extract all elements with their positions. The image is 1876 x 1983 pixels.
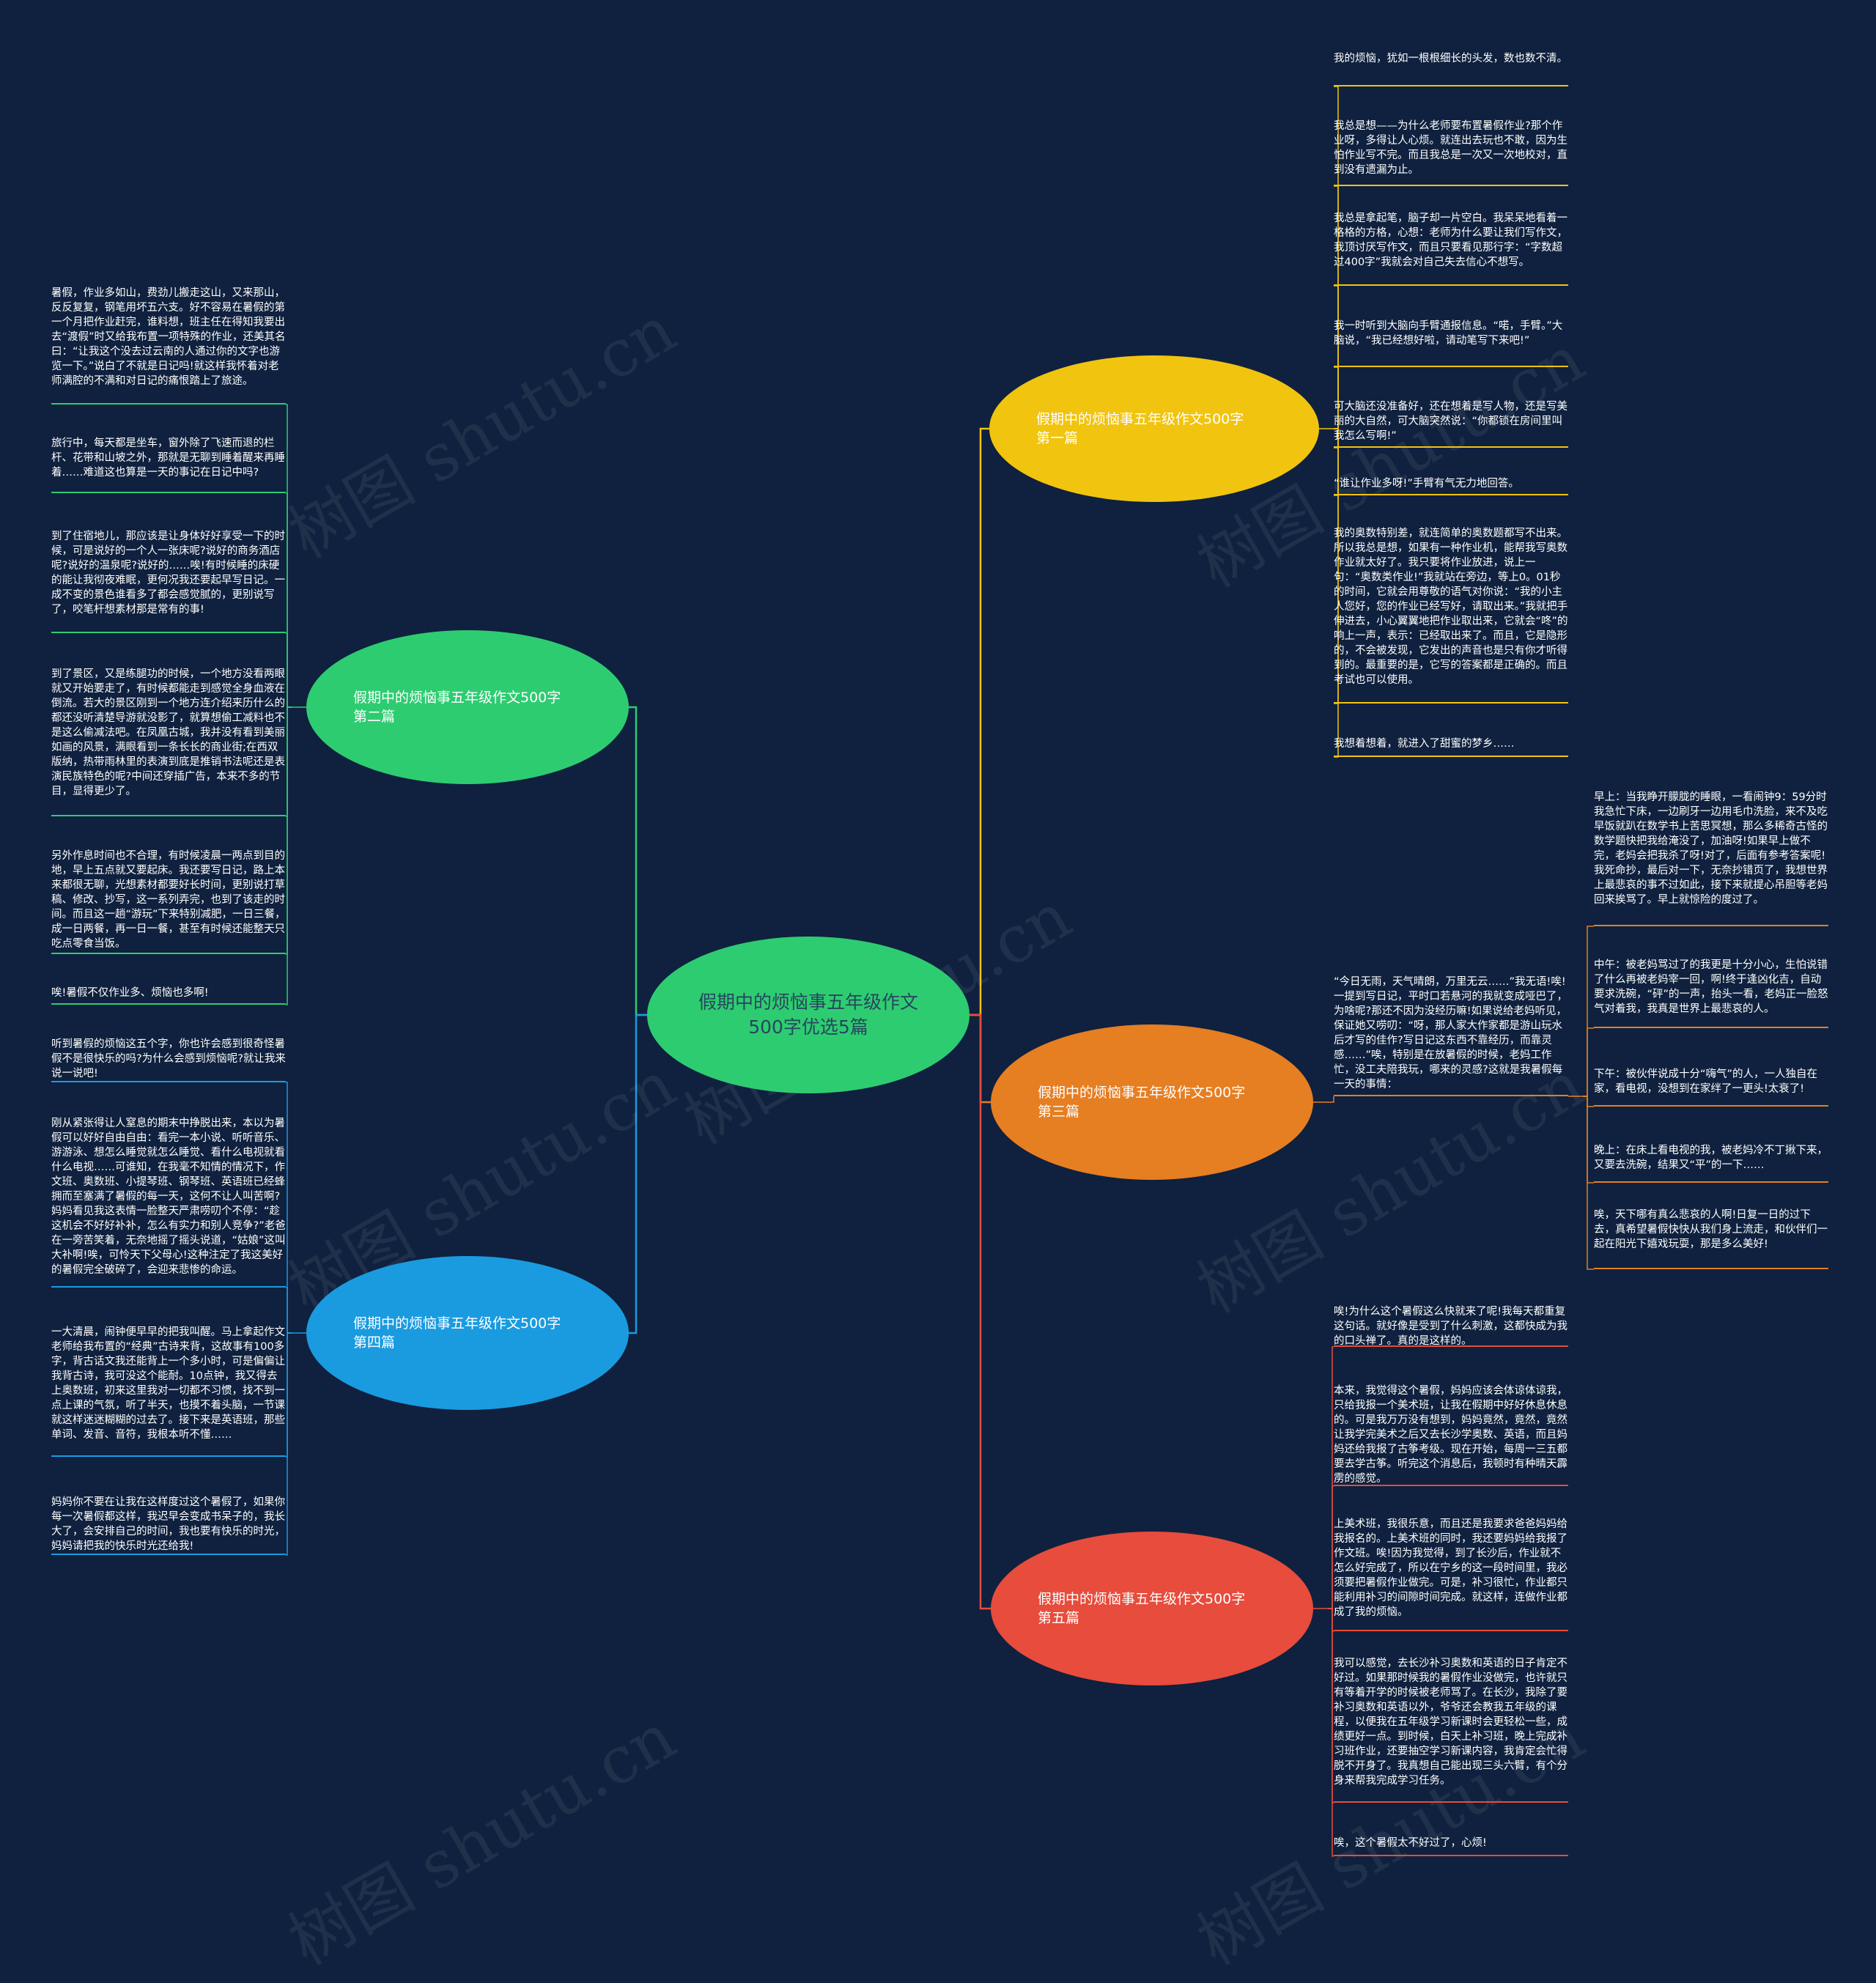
branch-2-leaf-2: 旅行中，每天都是坐车，窗外除了飞速而退的栏杆、花带和山坡之外，那就是无聊到睡着醒…: [51, 436, 286, 493]
branch-2-leaf-4-connector: [286, 706, 292, 817]
branch-5-leaf-5-connector: [1328, 1608, 1334, 1857]
branch-3-leaf-3: 下午：被伙伴说成十分“嗨气”的人，一人独自在家，看电视，没想到在家绊了一更头!太…: [1594, 1067, 1828, 1107]
branch-3-intro: “今日无雨，天气晴朗，万里无云……”我无语!唉!一提到写日记，平时口若悬河的我就…: [1334, 975, 1568, 1096]
branch-5-leaf-2-connector: [1328, 1485, 1334, 1609]
branch-5-connector: [970, 1013, 992, 1610]
central-topic[interactable]: 假期中的烦恼事五年级作文500字优选5篇: [647, 937, 970, 1093]
branch-3-leaf-3-connector: [1583, 1096, 1594, 1107]
branch-4-leaf-4-connector: [286, 1332, 292, 1556]
branch-4-leaf-2: 刚从紧张得让人窒息的期末中挣脱出来，本以为暑假可以好好自由自由：看完一本小说、听…: [51, 1116, 286, 1288]
branch-4-connector: [627, 1013, 647, 1334]
branch-3-leaf-1-connector: [1583, 926, 1594, 1097]
branch-5-label: 假期中的烦恼事五年级作文500字第五篇: [1038, 1591, 1246, 1626]
branch-4-leaf-4: 妈妈你不要在让我在这样度过这个暑假了，如果你每一次暑假都这样，我迟早会变成书呆子…: [51, 1495, 286, 1555]
branch-4-leaf-3-connector: [286, 1332, 292, 1458]
branch-3-leaf-1: 早上：当我睁开朦胧的睡眼，一看闹钟9：59分时我急忙下床，一边刷牙一边用毛巾洗脸…: [1594, 790, 1828, 926]
branch-5-leaf-2: 本来，我觉得这个暑假，妈妈应该会体谅体谅我，只给我报一个美术班，让我在假期中好好…: [1334, 1385, 1568, 1486]
branch-4-leaf-1: 听到暑假的烦恼这五个字，你也许会感到很奇怪暑假不是很快乐的吗?为什么会感到烦恼呢…: [51, 1037, 286, 1082]
branch-5-leaf-4: 我可以感觉，去长沙补习奥数和英语的日子肯定不好过。如果那时候我的暑假作业没做完，…: [1334, 1656, 1568, 1803]
branch-3-leaf-4: 晚上：在床上看电视的我，被老妈冷不丁揪下来，又要去洗碗，结果又“平”的一下……: [1594, 1143, 1828, 1183]
branch-1-leaf-8: 我想着想着，就进入了甜蜜的梦乡……: [1334, 736, 1568, 757]
branch-1-leaf-3: 我总是拿起笔，脑子却一片空白。我呆呆地看着一格格的方格，心想：老师为什么要让我们…: [1334, 211, 1568, 286]
branch-2-connector: [627, 706, 647, 1016]
branch-1-leaf-8-connector: [1334, 428, 1339, 758]
branch-2-leaf-1-connector: [286, 404, 292, 708]
branch-1-leaf-4: 我一时听到大脑向手臂通报信息。“喏，手臂。”大脑说，“我已经想好啦，请动笔写下来…: [1334, 319, 1568, 367]
branch-5-leaf-1-connector: [1328, 1346, 1334, 1609]
branch-2-leaf-3: 到了住宿地儿，那应该是让身体好好享受一下的时候，可是说好的一个人一张床呢?说好的…: [51, 529, 286, 633]
branch-3-leaf-2-connector: [1583, 1027, 1594, 1097]
branch-2-leaf-1: 暑假，作业多如山，费劲儿搬走这山，又来那山，反反复复，钢笔用坏五六支。好不容易在…: [51, 286, 286, 405]
branch-1-leaf-6: “谁让作业多呀!”手臂有气无力地回答。: [1334, 476, 1568, 495]
branch-2-leaf-4: 到了景区，又是练腿功的时候，一个地方没看两眼就又开始要走了，有时候都能走到感觉全…: [51, 667, 286, 816]
branch-2-leaf-6: 唉!暑假不仅作业多、烦恼也多啊!: [51, 986, 286, 1005]
branch-5[interactable]: 假期中的烦恼事五年级作文500字第五篇: [991, 1532, 1313, 1685]
connector-lines: [286, 86, 1594, 1857]
branch-2-leaf-5-connector: [286, 706, 292, 955]
central-topic-label: 假期中的烦恼事五年级作文500字优选5篇: [698, 992, 918, 1038]
branch-3-leaf-4-connector: [1583, 1096, 1594, 1183]
branch-4-leaf-2-connector: [286, 1287, 292, 1334]
branch-1[interactable]: 假期中的烦恼事五年级作文500字第一篇: [989, 355, 1319, 502]
branch-5-leaf-3: 上美术班，我很乐意，而且还是我要求爸爸妈妈给我报名的。上美术班的同时，我还要妈妈…: [1334, 1517, 1568, 1631]
branch-1-label: 假期中的烦恼事五年级作文500字第一篇: [1036, 411, 1244, 446]
branch-1-connector: [970, 427, 991, 1016]
branch-2-leaf-3-connector: [286, 632, 292, 708]
branch-2-leaf-5: 另外作息时间也不合理，有时候凌晨一两点到目的地，早上五点就又要起床。我还要写日记…: [51, 849, 286, 954]
branch-5-leaf-3-connector: [1328, 1608, 1334, 1632]
branch-2[interactable]: 假期中的烦恼事五年级作文500字第二篇: [306, 630, 629, 784]
branch-1-leaf-2: 我总是想——为什么老师要布置暑假作业?那个作业呀，多得让人心烦。就连出去玩也不敢…: [1334, 119, 1568, 186]
branch-4-leaf-3: 一大清晨，闹钟便早早的把我叫醒。马上拿起作文老师给我布置的“经典”古诗来背，这故…: [51, 1325, 286, 1457]
branch-4-leaf-1-connector: [286, 1082, 292, 1334]
branch-1-leaf-1: 我的烦恼，犹如一根根细长的头发，数也数不清。: [1334, 51, 1568, 86]
branch-3[interactable]: 假期中的烦恼事五年级作文500字第三篇: [991, 1024, 1313, 1180]
branch-3-leaf-5-connector: [1583, 1096, 1594, 1270]
branch-3-intro-connector: [1313, 1096, 1334, 1103]
branch-5-leaf-1: 唉!为什么这个暑假这么快就来了呢!我每天都重复这句话。就好像是受到了什么刺激，这…: [1334, 1306, 1568, 1347]
branch-4[interactable]: 假期中的烦恼事五年级作文500字第四篇: [306, 1256, 629, 1410]
branch-4-label: 假期中的烦恼事五年级作文500字第四篇: [353, 1315, 561, 1351]
branch-2-leaf-6-connector: [286, 706, 292, 1005]
branch-3-leaf-2: 中午：被老妈骂过了的我更是十分小心，生怕说错了什么再被老妈宰一回，啊!终于逢凶化…: [1594, 958, 1828, 1028]
branch-5-leaf-5: 唉，这个暑假太不好过了，心烦!: [1334, 1836, 1568, 1856]
branch-2-leaf-2-connector: [286, 492, 292, 708]
branch-2-label: 假期中的烦恼事五年级作文500字第二篇: [353, 690, 561, 725]
branch-3-leaf-5: 唉，天下哪有真么悲哀的人啊!日复一日的过下去，真希望暑假快快从我们身上流走，和伙…: [1594, 1208, 1828, 1269]
branch-5-leaf-4-connector: [1328, 1608, 1334, 1803]
branch-1-leaf-7: 我的奥数特别差，就连简单的奥数题都写不出来。所以我总是想，如果有一种作业机，能帮…: [1334, 526, 1568, 704]
branch-1-leaf-5: 可大脑还没准备好，还在想着是写人物，还是写美丽的大自然，可大脑突然说：“你都锁在…: [1334, 399, 1568, 448]
branch-3-label: 假期中的烦恼事五年级作文500字第三篇: [1038, 1085, 1246, 1120]
